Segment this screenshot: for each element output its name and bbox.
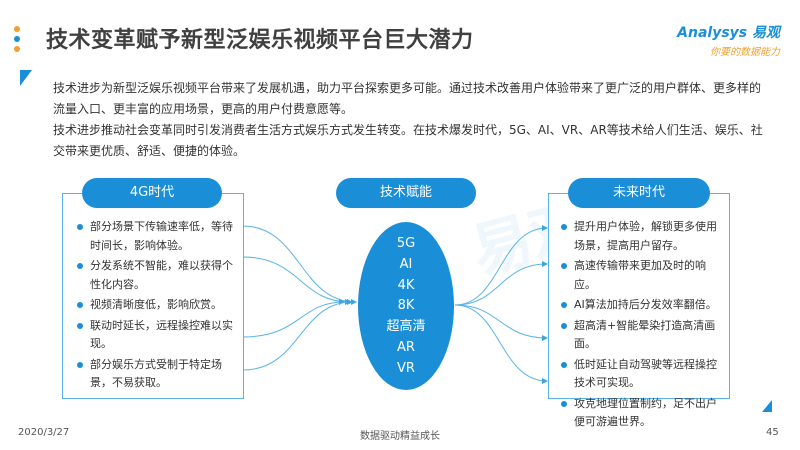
right-panel-title: 未来时代 bbox=[568, 178, 710, 208]
tech-ellipse: 5G AI 4K 8K 超高清 AR VR bbox=[358, 222, 454, 390]
footer-date: 2020/3/27 bbox=[18, 427, 70, 438]
left-panel bbox=[62, 193, 244, 399]
footer-slogan: 数据驱动精益成长 bbox=[360, 431, 440, 442]
logo-text: Analysys 易观 bbox=[677, 25, 780, 41]
list-item: 视频清晰度低，影响欣赏。 bbox=[76, 296, 238, 315]
logo-slogan: 你要的数据能力 bbox=[710, 47, 780, 58]
left-panel-title: 4G时代 bbox=[82, 178, 222, 208]
tech-item: 8K bbox=[397, 298, 415, 314]
list-item: AI算法加持后分发效率翻倍。 bbox=[560, 296, 726, 315]
list-item: 提升用户体验，解锁更多使用场景，提高用户留存。 bbox=[560, 218, 726, 255]
list-item: 攻克地理位置制约，足不出户便可游遍世界。 bbox=[560, 395, 726, 432]
list-item: 低时延让自动驾驶等远程操控技术可实现。 bbox=[560, 356, 726, 393]
tech-item: 超高清 bbox=[386, 319, 426, 335]
tech-item: AR bbox=[397, 339, 415, 355]
orange-dot-icon bbox=[14, 46, 20, 52]
intro-text: 技术进步为新型泛娱乐视频平台带来了发展机遇，助力平台探索更多可能。通过技术改善用… bbox=[53, 78, 763, 162]
list-item: 部分场景下传输速率低，等待时间长，影响体验。 bbox=[76, 218, 238, 255]
list-item: 分发系统不智能，难以获得个性化内容。 bbox=[76, 257, 238, 294]
tech-item: 4K bbox=[397, 277, 415, 293]
left-list: 部分场景下传输速率低，等待时间长，影响体验。 分发系统不智能，难以获得个性化内容… bbox=[76, 218, 238, 395]
list-item: 超高清+智能晕染打造高清画面。 bbox=[560, 317, 726, 354]
tech-item: VR bbox=[397, 360, 415, 376]
tech-item: 5G bbox=[396, 236, 416, 251]
corner-triangle-icon bbox=[762, 400, 772, 412]
list-item: 联动时延长，远程操控难以实现。 bbox=[76, 317, 238, 354]
list-item: 部分娱乐方式受制于特定场景，不易获取。 bbox=[76, 356, 238, 393]
right-list: 提升用户体验，解锁更多使用场景，提高用户留存。 高速传输带来更加及时的响应。 A… bbox=[560, 218, 726, 434]
orange-dot-icon bbox=[14, 26, 20, 32]
tech-item: AI bbox=[399, 256, 413, 272]
blue-dot-icon bbox=[14, 36, 20, 42]
intro-paragraph: 技术进步为新型泛娱乐视频平台带来了发展机遇，助力平台探索更多可能。通过技术改善用… bbox=[53, 81, 762, 116]
page-title: 技术变革赋予新型泛娱乐视频平台巨大潜力 bbox=[46, 28, 474, 53]
page-number: 45 bbox=[766, 427, 779, 438]
corner-triangle-icon bbox=[20, 70, 32, 86]
intro-paragraph: 技术进步推动社会变革同时引发消费者生活方式娱乐方式发生转变。在技术爆发时代，5G… bbox=[53, 123, 763, 158]
right-panel bbox=[548, 193, 730, 399]
logo: Analysys 易观 你要的数据能力 bbox=[677, 22, 780, 58]
center-title: 技术赋能 bbox=[336, 178, 476, 208]
list-item: 高速传输带来更加及时的响应。 bbox=[560, 257, 726, 294]
